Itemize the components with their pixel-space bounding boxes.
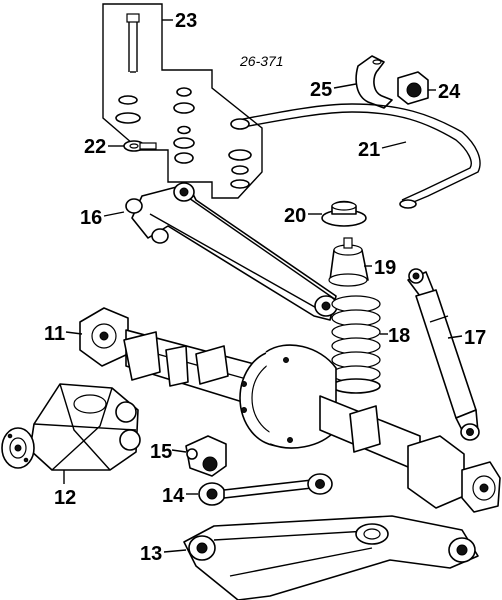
reference-code: 26-371 bbox=[239, 53, 284, 69]
part-16-upper-control-arm bbox=[125, 182, 338, 321]
callout-21: 21 bbox=[358, 139, 380, 161]
part-11-axle-housing bbox=[79, 307, 501, 513]
part-20-spring-insulator bbox=[321, 200, 367, 227]
part-22-eye-bolt bbox=[123, 140, 157, 152]
callout-19: 19 bbox=[374, 257, 396, 279]
callout-24: 24 bbox=[438, 81, 461, 103]
part-19-bump-stop bbox=[328, 237, 369, 287]
part-21-stabilizer-bar bbox=[230, 103, 481, 209]
part-15-bracket bbox=[185, 435, 227, 477]
leader-25 bbox=[333, 83, 357, 89]
callout-13: 13 bbox=[140, 543, 162, 565]
part-17-shock-absorber bbox=[407, 268, 480, 441]
callout-23: 23 bbox=[175, 10, 197, 32]
leader-13 bbox=[163, 549, 187, 553]
callout-12: 12 bbox=[54, 487, 76, 509]
leader-11 bbox=[65, 331, 83, 335]
callout-14: 14 bbox=[162, 485, 185, 507]
callout-15: 15 bbox=[150, 441, 172, 463]
part-13-lower-control-arm bbox=[183, 515, 479, 600]
part-23-link-kit bbox=[102, 3, 263, 199]
callout-17: 17 bbox=[464, 327, 486, 349]
callout-20: 20 bbox=[284, 205, 306, 227]
callout-18: 18 bbox=[388, 325, 410, 347]
leader-16 bbox=[103, 211, 125, 217]
callout-11: 11 bbox=[44, 323, 65, 345]
callout-16: 16 bbox=[80, 207, 102, 229]
part-14-lateral-rod bbox=[198, 473, 333, 506]
part-18-coil-spring bbox=[331, 295, 381, 394]
part-24-stabilizer-bushing bbox=[397, 71, 429, 105]
leader-17 bbox=[447, 335, 463, 339]
part-12-differential bbox=[1, 383, 141, 471]
callout-25: 25 bbox=[310, 79, 332, 101]
callout-22: 22 bbox=[84, 136, 106, 158]
leader-21 bbox=[381, 141, 407, 149]
leader-15 bbox=[171, 449, 187, 453]
part-25-stabilizer-bracket bbox=[355, 55, 393, 109]
